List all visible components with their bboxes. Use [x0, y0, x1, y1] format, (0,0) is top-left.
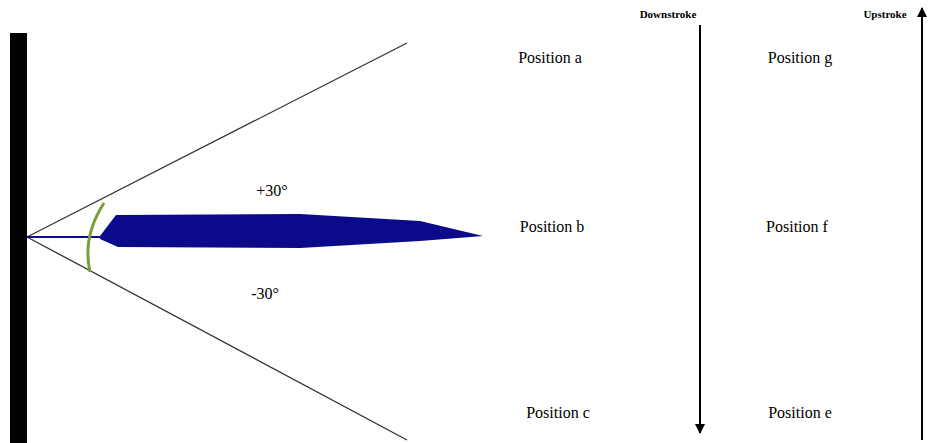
position-label: Position g: [768, 49, 832, 67]
downstroke-arrow: [699, 25, 701, 433]
position-label: Position f: [766, 218, 828, 236]
angle-arc: [88, 203, 104, 272]
angle-label: -30°: [251, 285, 279, 303]
wing-shape: [100, 214, 483, 248]
wing-root: [27, 236, 104, 238]
lower-limit-line: [27, 237, 407, 440]
upper-limit-line: [27, 43, 407, 237]
position-label: Position b: [520, 218, 584, 236]
position-label: Position e: [768, 404, 832, 422]
wall-bar: [10, 33, 27, 443]
position-label: Position c: [526, 404, 590, 422]
angle-label: +30°: [256, 182, 287, 200]
stroke-label: Downstroke: [640, 8, 697, 21]
stroke-label: Upstroke: [863, 8, 906, 21]
position-label: Position a: [518, 49, 582, 67]
upstroke-arrow: [921, 8, 923, 440]
